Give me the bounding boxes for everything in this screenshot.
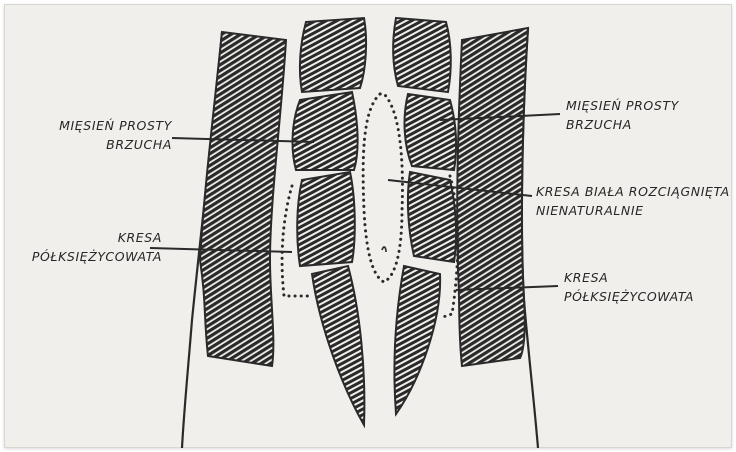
label-semilunar-right-line2: PÓŁKSIĘŻYCOWATA — [564, 287, 694, 306]
label-linea-alba: KRESA BIAŁA ROZCIĄGNIĘTA NIENATURALNIE — [536, 182, 730, 220]
rectus-segment-left-2 — [293, 92, 358, 170]
label-semilunar-right-line1: KRESA — [564, 268, 694, 287]
label-rectus-right: MIĘSIEŃ PROSTY BRZUCHA — [566, 96, 679, 134]
rectus-segment-right-4 — [394, 266, 440, 414]
linea-alba-dotted-outline — [363, 94, 402, 282]
label-rectus-right-line1: MIĘSIEŃ PROSTY — [566, 96, 679, 115]
label-rectus-right-line2: BRZUCHA — [566, 115, 679, 134]
label-semilunar-right: KRESA PÓŁKSIĘŻYCOWATA — [564, 268, 694, 306]
rectus-segment-left-1 — [300, 18, 366, 92]
rectus-segment-right-2 — [405, 94, 457, 170]
oblique-muscle-right — [457, 28, 528, 366]
label-rectus-left-line1: MIĘSIEŃ PROSTY — [38, 116, 172, 135]
label-semilunar-left: KRESA PÓŁKSIĘŻYCOWATA — [20, 228, 162, 266]
label-rectus-left: MIĘSIEŃ PROSTY BRZUCHA — [38, 116, 172, 154]
label-semilunar-left-line1: KRESA — [20, 228, 162, 247]
label-linea-alba-line1: KRESA BIAŁA ROZCIĄGNIĘTA — [536, 182, 730, 201]
label-rectus-left-line2: BRZUCHA — [38, 135, 172, 154]
label-semilunar-left-line2: PÓŁKSIĘŻYCOWATA — [20, 247, 162, 266]
label-linea-alba-line2: NIENATURALNIE — [536, 201, 730, 220]
rectus-segment-left-3 — [297, 172, 355, 266]
linea-alba-mark — [382, 247, 386, 252]
oblique-muscle-left — [200, 32, 286, 366]
rectus-segment-left-4 — [312, 266, 364, 425]
rectus-segment-right-1 — [393, 18, 451, 92]
